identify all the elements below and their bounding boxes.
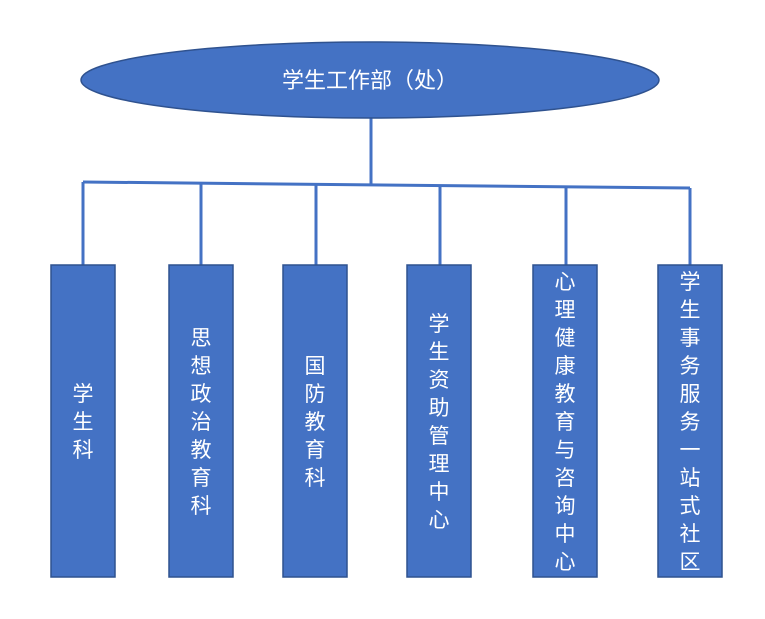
horizontal-bus-line xyxy=(82,180,691,190)
department-box xyxy=(657,264,723,578)
department-label: 心理健康教育与咨询中心 xyxy=(555,270,576,574)
department-node-4: 学生资助管理中心 xyxy=(406,264,472,578)
connectors xyxy=(81,117,692,265)
department-node-5: 心理健康教育与咨询中心 xyxy=(532,264,598,578)
root-ellipse xyxy=(80,41,660,119)
department-label: 学生科 xyxy=(73,382,94,462)
department-node-6: 学生事务服务一站式社区 xyxy=(657,264,723,578)
department-label: 国防教育科 xyxy=(305,354,326,490)
root-node: 学生工作部（处） xyxy=(80,41,660,119)
department-node-2: 思想政治教育科 xyxy=(168,264,234,578)
department-label: 学生资助管理中心 xyxy=(429,312,450,532)
child-nodes: 学生科 思想政治教育科 国防教育科 学生资助管理中心 心理健康教育与咨询中心 学生事务服务… xyxy=(50,264,723,578)
department-node-1: 学生科 xyxy=(50,264,116,578)
root-label: 学生工作部（处） xyxy=(282,69,458,94)
department-label: 学生事务服务一站式社区 xyxy=(680,270,701,574)
department-node-3: 国防教育科 xyxy=(282,264,348,578)
department-label: 思想政治教育科 xyxy=(191,326,212,518)
department-box xyxy=(50,264,116,578)
department-box xyxy=(532,264,598,578)
department-box xyxy=(282,264,348,578)
department-box xyxy=(168,264,234,578)
department-box xyxy=(406,264,472,578)
